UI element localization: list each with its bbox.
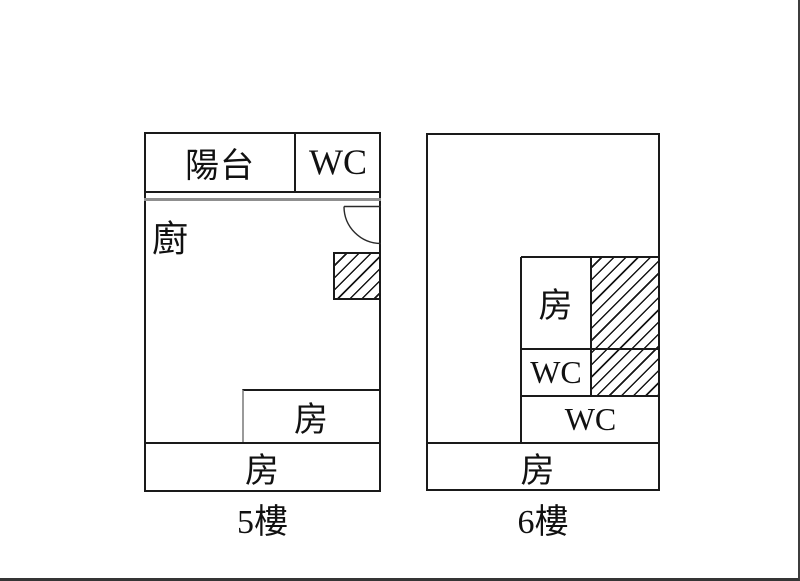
room-label: 房 bbox=[520, 452, 556, 490]
floor6-stairwell-hatch bbox=[591, 257, 658, 396]
balcony-label: 陽台 bbox=[185, 147, 255, 185]
floor6-wc-lower: WC bbox=[521, 396, 660, 442]
floor6-wc-wc-divider-wall bbox=[521, 395, 660, 397]
floor5-balcony-room: 陽台 bbox=[146, 133, 294, 191]
floor5-thick-wall bbox=[144, 198, 381, 201]
room-label: 房 bbox=[538, 288, 574, 325]
floor5-room-bottom: 房 bbox=[144, 443, 381, 491]
floor6-wc-upper: WC bbox=[521, 349, 591, 395]
kitchen-label: 廚 bbox=[152, 219, 190, 259]
floor5-caption: 5樓 bbox=[237, 504, 288, 541]
floor5-balcony-row-wall bbox=[144, 191, 381, 193]
door-swing-icon bbox=[340, 200, 385, 250]
floor6-hatch-left-wall bbox=[590, 257, 592, 396]
floor5-balcony-wc-divider-wall bbox=[294, 132, 296, 192]
floor6-room-bottom: 房 bbox=[426, 443, 650, 491]
floor5-stairwell-hatch bbox=[333, 252, 381, 300]
floor6-room-wc-divider-wall bbox=[521, 348, 660, 350]
room-label: 房 bbox=[294, 401, 329, 439]
floor6-caption: 6樓 bbox=[517, 504, 569, 541]
floor6-inner-left-wall bbox=[520, 257, 522, 443]
floor5-room-mid-walls bbox=[242, 389, 381, 443]
floor5-room-mid: 房 bbox=[242, 389, 381, 443]
wc-label: WC bbox=[564, 400, 617, 437]
floor5-wc-room: WC bbox=[296, 133, 380, 191]
room-label: 房 bbox=[245, 452, 280, 490]
floor5-kitchen-room: 廚 bbox=[152, 210, 189, 262]
wc-label: WC bbox=[530, 353, 582, 390]
floor6-room-upper: 房 bbox=[521, 257, 591, 348]
floor6-bottom-room-wall bbox=[426, 442, 660, 444]
floor5-bottom-room-wall bbox=[144, 442, 381, 444]
wc-label: WC bbox=[309, 142, 367, 182]
